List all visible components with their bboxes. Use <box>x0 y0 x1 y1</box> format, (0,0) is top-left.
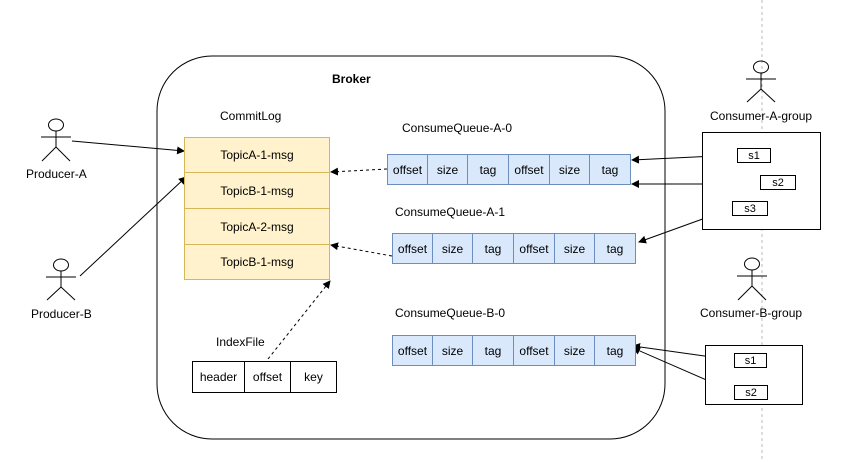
queue-cell: size <box>554 335 595 366</box>
queue-cell: size <box>549 154 590 185</box>
queue-a0-row: offset size tag offset size tag <box>387 154 631 185</box>
commitlog-title: CommitLog <box>220 109 282 123</box>
indexfile-field-header: header <box>192 361 245 393</box>
queue-cell: offset <box>392 233 433 264</box>
indexfile-field-key: key <box>290 361 337 393</box>
commitlog-message: TopicA-2-msg <box>184 208 330 245</box>
consumer-b-group-actor-icon <box>737 257 767 301</box>
commitlog-message: TopicB-1-msg <box>184 172 330 209</box>
broker-title: Broker <box>332 72 371 86</box>
queue-cell: offset <box>392 335 433 366</box>
consumer-slot: s3 <box>732 201 768 216</box>
producer-b-actor-icon <box>46 258 76 301</box>
queue-a1-to-commitlog-dashed-arrow <box>330 242 393 257</box>
producer-a-label: Producer-A <box>26 167 87 181</box>
queue-cell: size <box>432 233 473 264</box>
queue-a1-row: offset size tag offset size tag <box>392 233 636 264</box>
queue-cell: tag <box>467 154 509 185</box>
queue-cell: offset <box>387 154 428 185</box>
indexfile-to-commitlog-dashed-arrow <box>267 280 331 360</box>
producer-b-to-commitlog-arrow <box>79 176 187 277</box>
queue-cell: tag <box>594 335 636 366</box>
commitlog-message: TopicA-1-msg <box>184 137 330 173</box>
consumer-b-group-label: Consumer-B-group <box>700 306 803 320</box>
consumer-slot: s1 <box>737 148 771 163</box>
consumer-slot: s2 <box>760 175 796 190</box>
consumer-a-group-actor-icon <box>746 60 776 103</box>
queue-cell: offset <box>513 335 555 366</box>
producer-a-to-commitlog-arrow <box>71 140 185 155</box>
queue-cell: size <box>554 233 595 264</box>
queue-cell: offset <box>513 233 555 264</box>
indexfile-field-offset: offset <box>244 361 291 393</box>
indexfile-title: IndexFile <box>216 335 265 349</box>
queue-a1-title: ConsumeQueue-A-1 <box>395 205 506 219</box>
queue-cell: tag <box>472 233 514 264</box>
indexfile-row: header offset key <box>192 361 337 393</box>
consumer-slot: s2 <box>734 385 768 400</box>
queue-cell: offset <box>508 154 550 185</box>
queue-cell: tag <box>472 335 514 366</box>
commitlog-message: TopicB-1-msg <box>184 244 330 280</box>
queue-b0-row: offset size tag offset size tag <box>392 335 636 366</box>
consumer-a-group-label: Consumer-A-group <box>710 109 813 123</box>
queue-cell: tag <box>589 154 631 185</box>
queue-a0-title: ConsumeQueue-A-0 <box>402 121 513 135</box>
queue-cell: size <box>432 335 473 366</box>
queue-cell: size <box>427 154 468 185</box>
queue-cell: tag <box>594 233 636 264</box>
consumer-slot: s1 <box>734 353 767 368</box>
queue-b0-title: ConsumeQueue-B-0 <box>395 306 506 320</box>
consumer-b-group-box: s1 s2 <box>705 345 803 405</box>
producer-a-actor-icon <box>41 118 71 162</box>
producer-b-label: Producer-B <box>31 307 92 321</box>
consumer-a-group-box: s1 s2 s3 <box>702 132 821 230</box>
